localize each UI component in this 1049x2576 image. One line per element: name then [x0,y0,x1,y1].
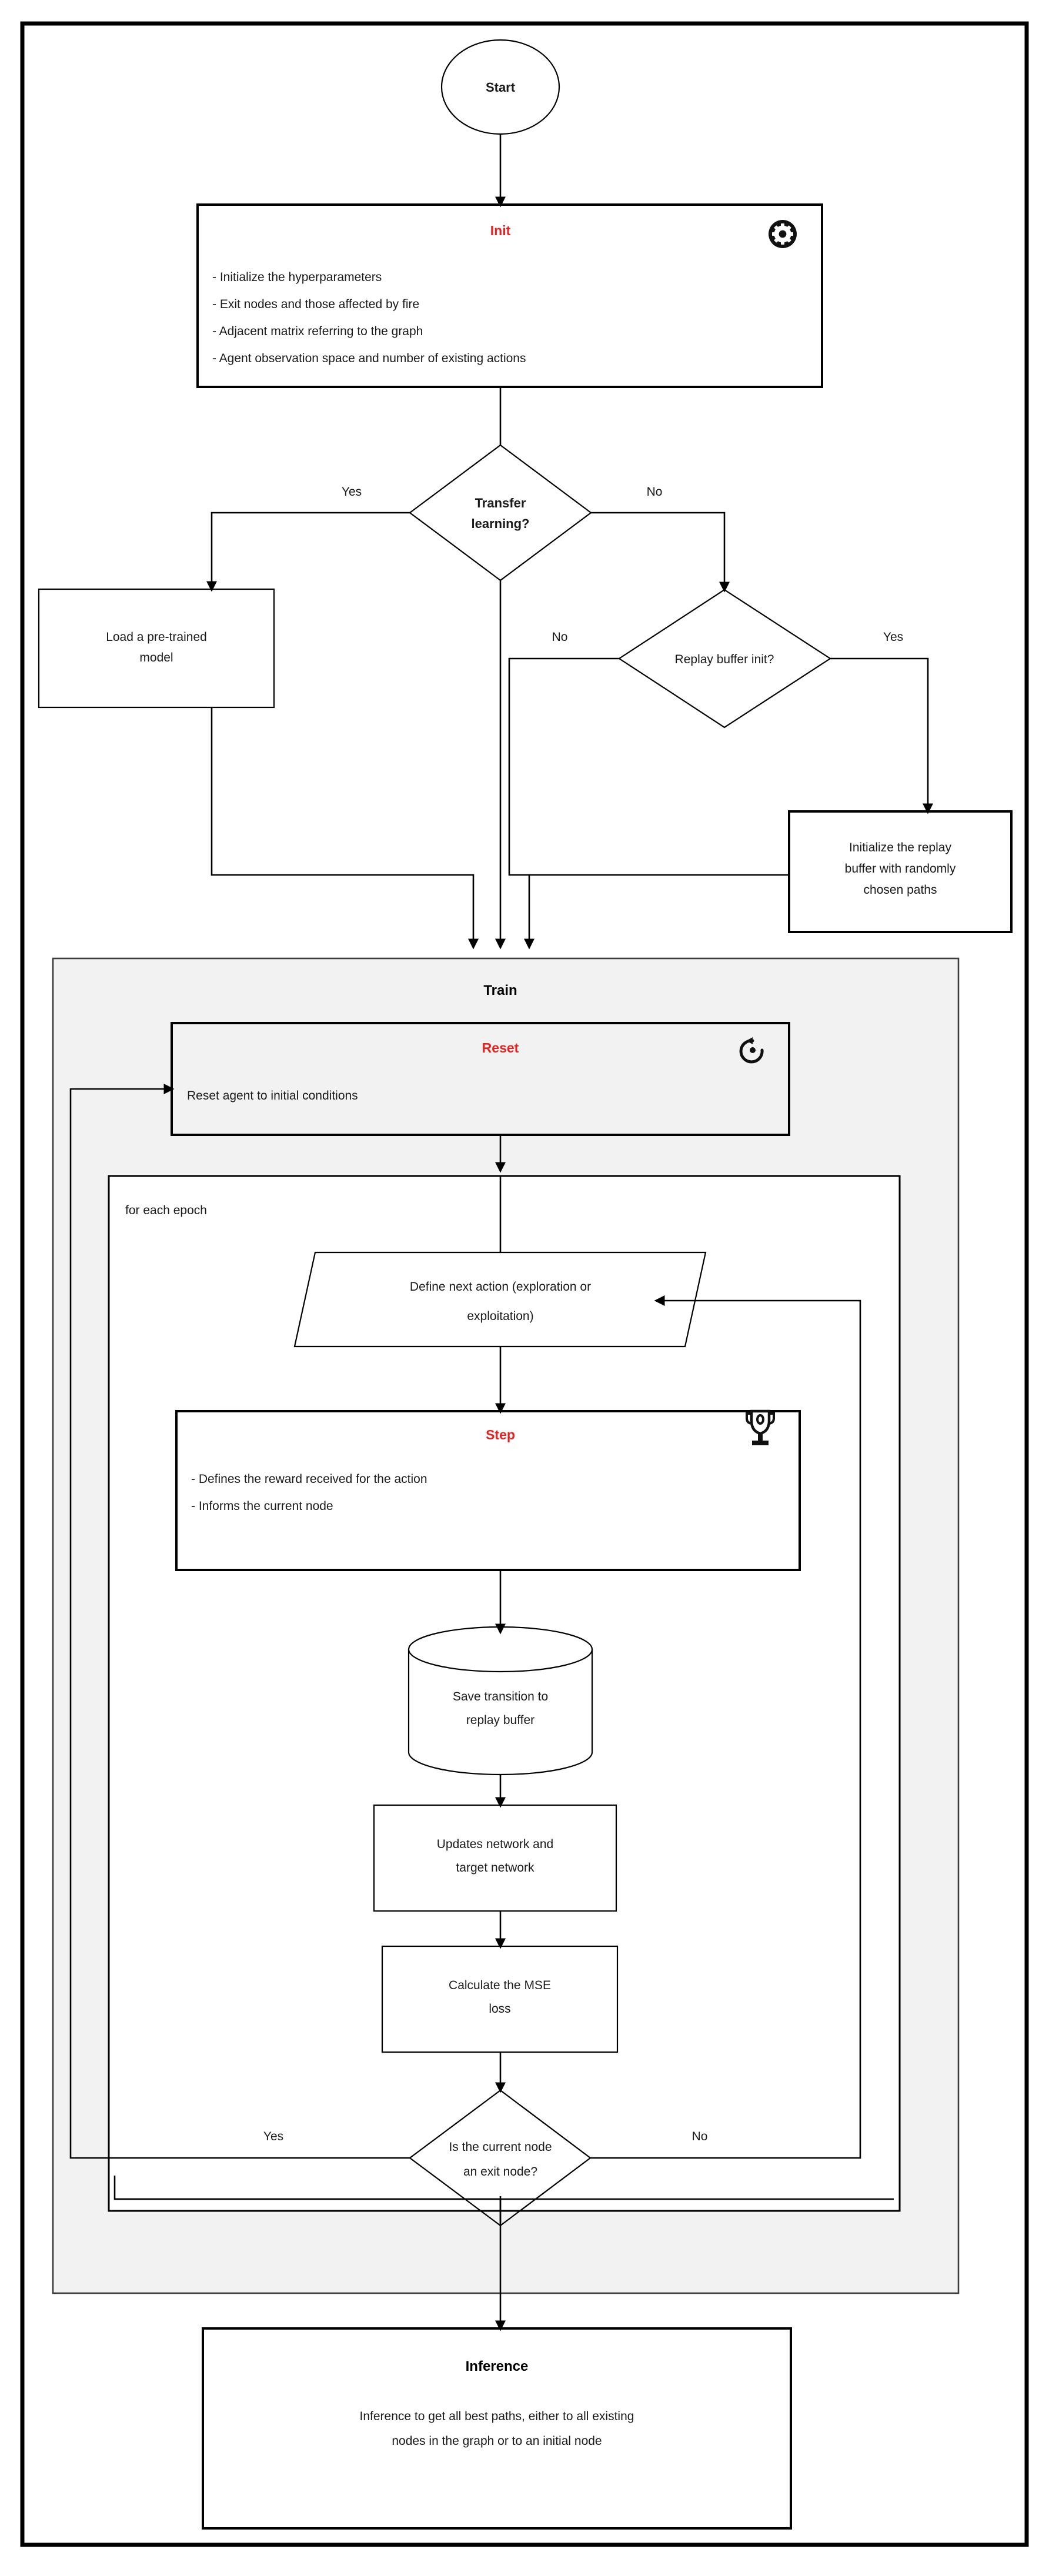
init-node-line-1: - Exit nodes and those affected by fire [212,298,419,311]
mse-loss-label-1: Calculate the MSE [449,1979,551,1992]
reset-node[interactable] [171,1022,790,1136]
init-node-line-2: - Adjacent matrix referring to the graph [212,325,423,338]
edge-label-replay-no: No [552,630,568,644]
trophy-icon [746,1409,775,1445]
step-node-line-1: - Informs the current node [191,1499,333,1513]
epoch-group-title: for each epoch [125,1204,207,1217]
define-action-node[interactable] [293,1251,707,1348]
define-action-label-2: exploitation) [467,1309,533,1323]
update-network-node[interactable] [373,1804,617,1912]
init-node[interactable] [196,203,823,388]
edge-exit-yes-loop [69,1083,410,2159]
train-group-title: Train [483,983,517,998]
load-pretrained-model-node[interactable] [38,588,275,709]
replay-buffer-init-decision[interactable] [617,589,832,729]
step-node-line-0: - Defines the reward received for the ac… [191,1472,427,1486]
exit-node-label-1: Is the current node [449,2140,552,2154]
save-transition-label-1: Save transition to [453,1690,548,1703]
exit-node-label-2: an exit node? [463,2165,537,2179]
inference-node-line-1: nodes in the graph or to an initial node [392,2434,602,2448]
define-action-label-1: Define next action (exploration or [410,1280,591,1294]
inference-node-line-0: Inference to get all best paths, either … [360,2410,634,2423]
update-network-label-2: target network [456,1861,534,1875]
init-node-title: Init [490,223,511,238]
update-network-label-1: Updates network and [437,1837,553,1851]
start-node-label: Start [486,80,516,95]
step-node[interactable] [175,1410,801,1571]
init-node-line-3: - Agent observation space and number of … [212,352,526,365]
inference-node[interactable] [202,2327,792,2530]
epoch-group-border [108,1175,901,2212]
step-node-title: Step [486,1427,515,1442]
edge-transfer-yes [206,512,410,592]
save-transition-label-2: replay buffer [466,1713,534,1727]
page-border [20,21,1029,2547]
start-node[interactable] [440,39,560,135]
edge-label-transfer-no: No [647,485,663,499]
transfer-learning-label-2: learning? [471,516,529,531]
save-transition-node[interactable] [407,1626,593,1776]
gear-icon [769,220,797,248]
edge-replay-yes [830,657,934,814]
reset-node-title: Reset [482,1040,519,1055]
init-replay-buffer-label-2: buffer with randomly [845,862,956,876]
edge-transfer-no [591,512,730,593]
transfer-learning-decision[interactable] [409,444,592,582]
mse-loss-label-2: loss [489,2002,510,2016]
edge-load-model-to-train [211,707,479,950]
exit-node-decision[interactable] [409,2089,592,2227]
mse-loss-node[interactable] [381,1945,619,2053]
init-replay-buffer-label-1: Initialize the replay [849,841,951,854]
train-group-border [52,957,960,2294]
initialize-replay-buffer-node[interactable] [788,810,1013,933]
init-replay-buffer-label-3: chosen paths [864,883,937,897]
edge-replay-no-to-train [508,657,619,950]
edge-label-replay-yes: Yes [883,630,903,644]
init-node-line-0: - Initialize the hyperparameters [212,270,382,284]
edge-label-transfer-yes: Yes [342,485,362,499]
edge-label-exit-yes: Yes [263,2130,283,2143]
load-pretrained-label-1: Load a pre-trained [106,630,207,644]
transfer-learning-label-1: Transfer [475,496,526,510]
reset-node-line-0: Reset agent to initial conditions [187,1089,358,1102]
inference-node-title: Inference [466,2358,529,2374]
edge-label-exit-no: No [692,2130,708,2143]
edge-exit-no-loop [590,1295,861,2159]
reset-arrow-icon [739,1037,764,1064]
replay-buffer-init-label: Replay buffer init? [675,653,774,666]
load-pretrained-label-2: model [139,651,173,664]
